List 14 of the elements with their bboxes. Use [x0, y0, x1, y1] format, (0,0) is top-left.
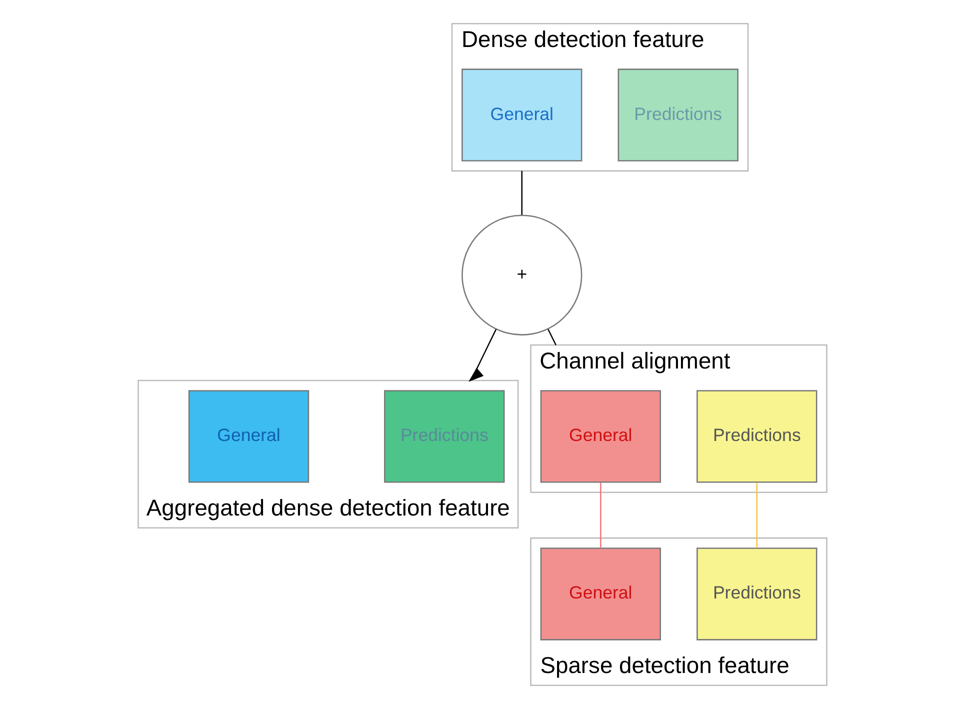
node-box: Predictions — [696, 390, 817, 483]
node-box: Predictions — [384, 390, 504, 483]
connector — [520, 170, 522, 215]
connector — [756, 482, 758, 548]
connector — [547, 328, 556, 346]
node-box: Predictions — [617, 68, 738, 162]
node-box: Predictions — [696, 548, 817, 640]
arrow — [468, 328, 496, 382]
node-circle: + — [461, 214, 582, 336]
node-box: General — [188, 390, 309, 483]
node-box: General — [540, 390, 660, 483]
node-box: General — [540, 548, 660, 640]
node-box: General — [461, 68, 582, 162]
connector — [600, 482, 601, 548]
